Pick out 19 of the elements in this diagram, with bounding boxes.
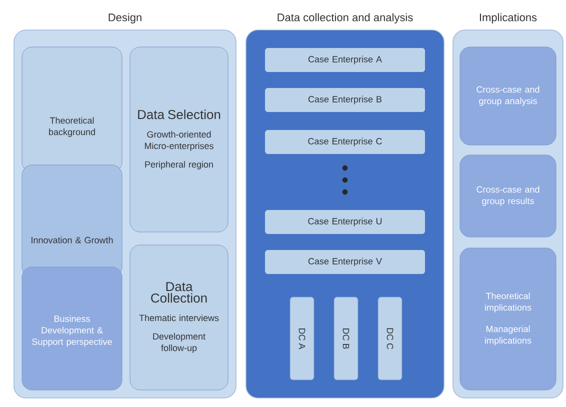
result-box: Cross-case and group analysis (460, 46, 556, 146)
panel-heading: Data collection and analysis (278, 13, 413, 24)
case-box: Case Enterprise A (265, 48, 425, 72)
dc-box: DC B (334, 296, 358, 380)
data-collection-box: Data Collection Thematic interviews Development follow-up (130, 244, 228, 390)
result-box: Theoretical implications Managerial implications (460, 248, 556, 390)
case-box: Case Enterprise C (265, 130, 425, 154)
case-box: Case Enterprise U (265, 210, 425, 234)
case-box: Case Enterprise B (265, 88, 425, 112)
data-selection-box: Data Selection Growth-oriented Micro-enterprises Peripheral region (130, 46, 228, 232)
topic-box: Innovation & Growth (22, 164, 122, 278)
case-box: Case Enterprise V (265, 250, 425, 274)
topic-box: Business Development & Support perspective (22, 266, 122, 390)
dc-box: DC A (290, 296, 314, 380)
panel-heading: Design (108, 13, 142, 24)
topic-box: Theoretical background (22, 46, 122, 172)
dc-box: DC C (378, 296, 402, 380)
panel-heading: Implications (480, 13, 537, 24)
result-box: Cross-case and group results (460, 154, 556, 238)
